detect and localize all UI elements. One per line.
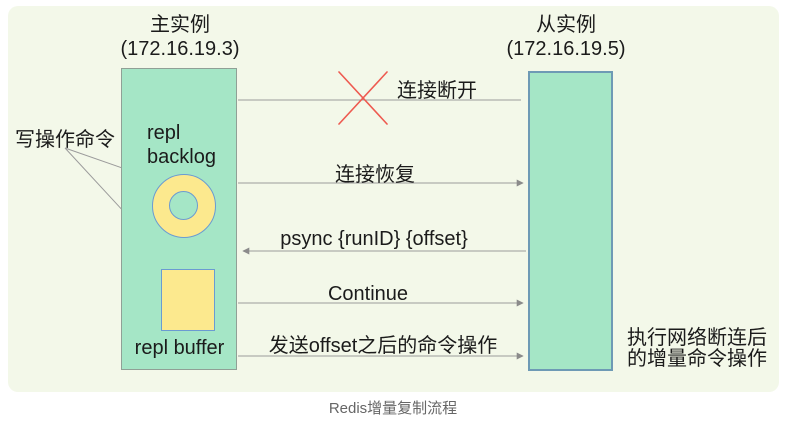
master-title-block: 主实例 (172.16.19.3) [90,13,270,61]
slave-title-block: 从实例 (172.16.19.5) [476,13,656,61]
slave-ip: (172.16.19.5) [506,38,626,60]
master-title: 主实例 [150,14,210,36]
write-commands-note: 写操作命令 [15,129,115,151]
diagram-caption: Redis增量复制流程 [328,400,458,417]
slave-instance-box [528,71,613,371]
message-label-connection-restore: 连接恢复 [335,164,415,186]
message-label-continue: Continue [327,283,409,305]
message-label-psync: psync {runID} {offset} [280,228,468,250]
message-label-send-offset: 发送offset之后的命令操作 [268,335,498,357]
repl-backlog-ring-hole [169,191,198,220]
repl-buffer-label: repl buffer [134,337,225,359]
master-ip: (172.16.19.3) [120,38,240,60]
repl-backlog-ring-icon [152,174,216,238]
repl-backlog-label: repl backlog [147,122,216,168]
disconnect-x-icon [338,71,388,125]
repl-buffer-rect-icon [161,269,215,331]
slave-title: 从实例 [536,14,596,36]
incremental-commands-note: 执行网络断连后 的增量命令操作 [627,327,767,370]
message-label-connection-broken: 连接断开 [397,80,477,102]
